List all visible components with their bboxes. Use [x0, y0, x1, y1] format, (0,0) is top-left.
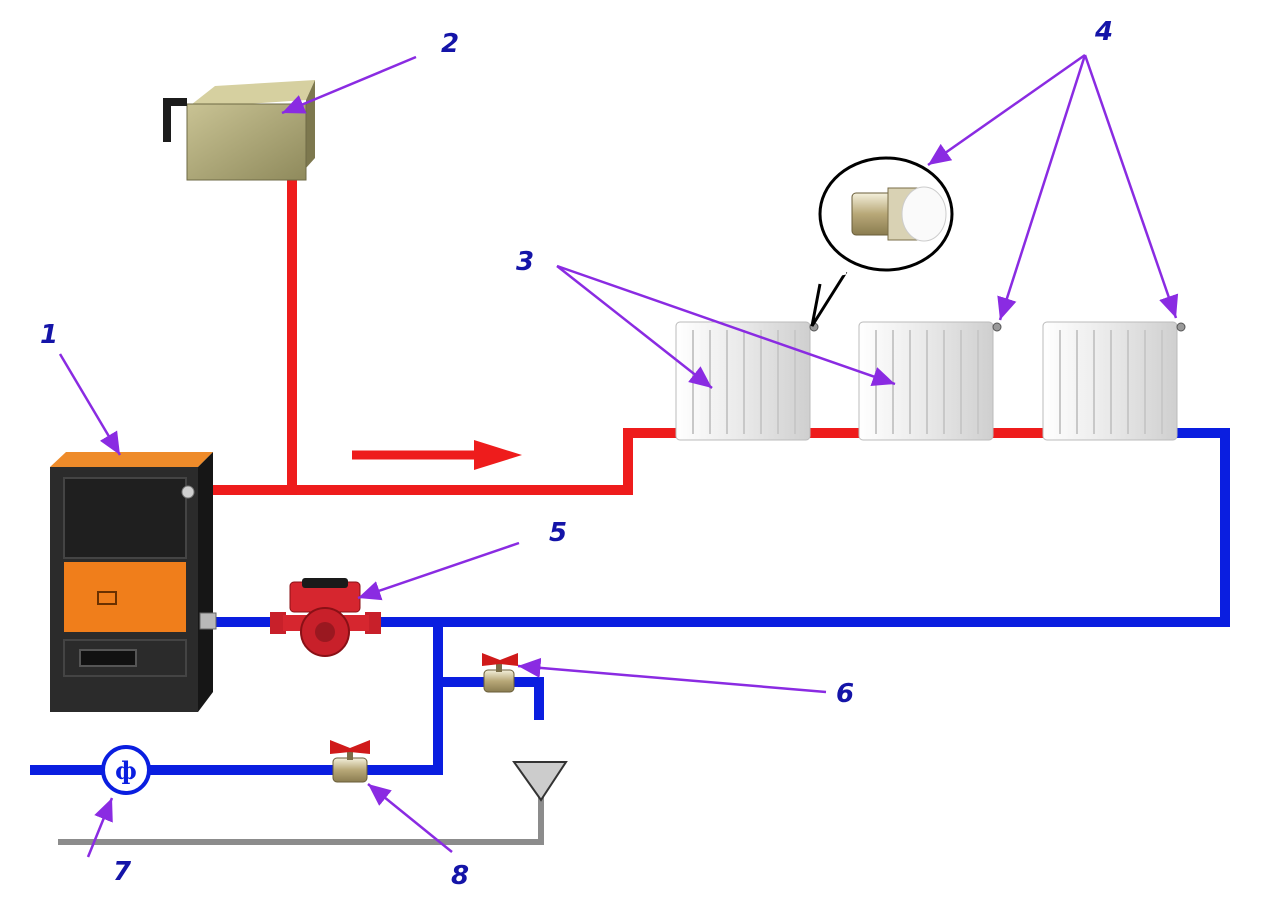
label-pump: 5 [549, 518, 567, 548]
air-vent-zoom-bubble [810, 156, 954, 327]
supply-pipe [208, 170, 1046, 495]
label-expansion-tank: 2 [441, 29, 459, 59]
label-inlet-valve: 8 [451, 861, 469, 891]
label-air-vents: 4 [1094, 17, 1113, 47]
radiator-1 [675, 321, 811, 441]
inlet-valve [330, 740, 370, 783]
expansion-tank [163, 80, 315, 181]
drain-valve [482, 653, 518, 693]
drain-pipe [58, 795, 544, 845]
label-drain-valve: 6 [836, 679, 854, 709]
arrow-right-icon [352, 440, 522, 470]
drain-funnel-icon [512, 761, 568, 802]
filter-symbol: ф [115, 756, 137, 785]
callout-pointers [58, 53, 1179, 858]
radiator-2 [858, 321, 994, 441]
label-radiators: 3 [516, 247, 534, 277]
return-pipe [30, 428, 1230, 775]
label-filter: 7 [113, 857, 132, 887]
boiler [50, 452, 217, 712]
radiator-3 [1042, 321, 1178, 441]
circulation-pump [270, 578, 381, 657]
label-boiler: 1 [40, 320, 58, 350]
filter: ф [101, 745, 151, 795]
callout-labels: 1 2 3 4 5 6 7 8 [40, 17, 1113, 891]
